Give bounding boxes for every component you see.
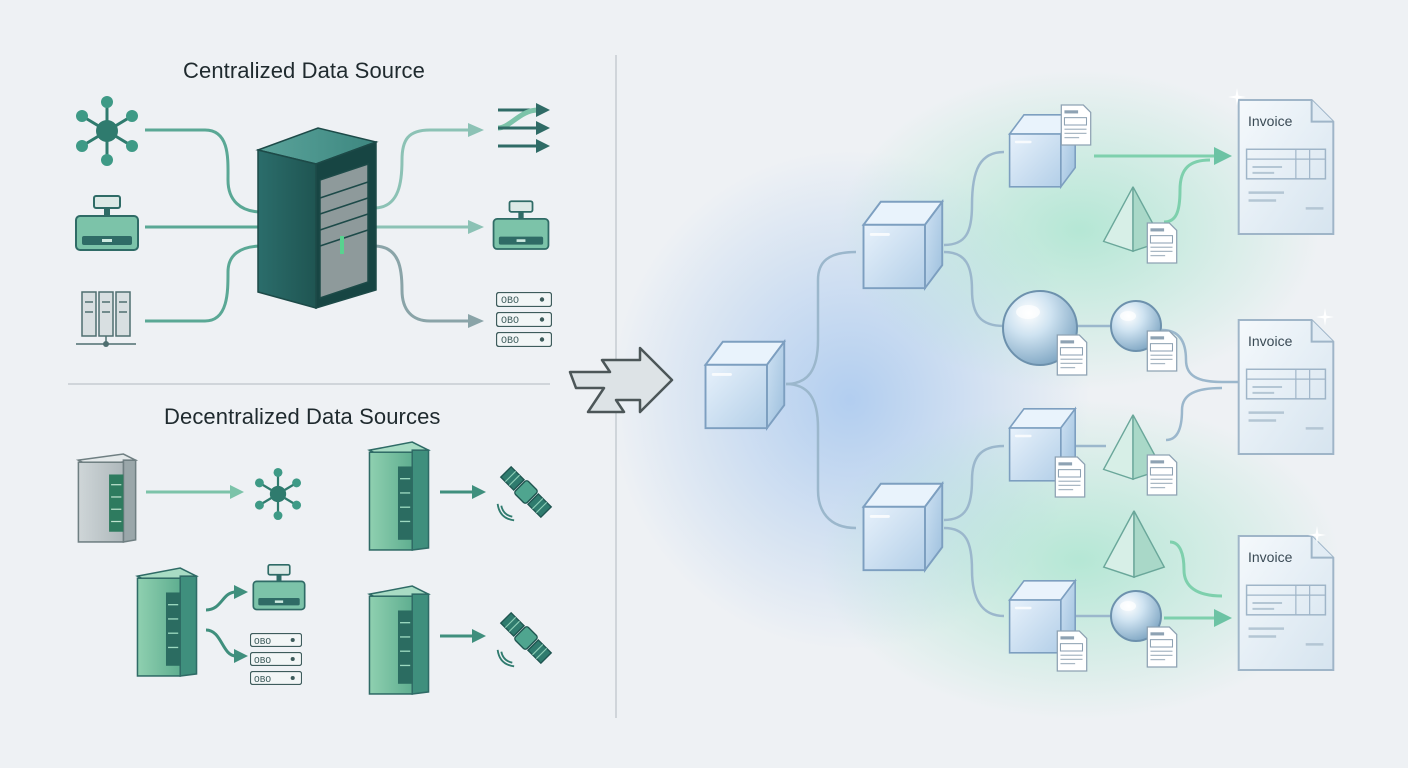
decentral-arrow <box>440 485 486 499</box>
glass-cube-icon <box>704 340 786 430</box>
document-icon <box>1056 630 1088 672</box>
invoice-icon: Invoice <box>1228 88 1335 236</box>
rack-unit-label: OBO <box>501 296 519 307</box>
document-icon <box>1056 334 1088 376</box>
cash-register-icon-small <box>252 563 306 611</box>
cash-register-icon-output <box>492 200 550 251</box>
sparkle-icon <box>1316 308 1334 326</box>
satellite-icon <box>496 610 554 668</box>
server-cluster-icon <box>76 291 136 347</box>
storage-rack-icon-central: OBO OBO OBO <box>496 292 552 347</box>
green-server-icon <box>368 585 430 695</box>
network-hub-icon <box>74 96 140 166</box>
decentral-split-arrows <box>205 585 248 663</box>
grey-server-icon <box>77 453 137 543</box>
tree-connectors <box>785 150 1238 620</box>
document-icon <box>1146 626 1178 668</box>
decentralized-section-title: Decentralized Data Sources <box>164 404 441 429</box>
document-icon <box>1054 456 1086 498</box>
invoice-icon: Invoice <box>1237 526 1335 672</box>
invoice-label: Invoice <box>1248 113 1293 129</box>
central-server-icon <box>255 127 379 310</box>
green-server-icon <box>136 567 198 677</box>
centralized-connectors <box>145 128 470 323</box>
document-icon <box>1146 330 1178 372</box>
satellite-icon <box>496 464 554 522</box>
lightning-arrow-icon <box>568 346 674 414</box>
network-hub-icon-small <box>253 468 303 520</box>
rack-unit-label: OBO <box>254 636 271 647</box>
cash-register-icon <box>75 195 139 251</box>
output-arrows-icon <box>497 103 550 153</box>
green-server-icon <box>368 441 430 551</box>
rack-unit-label: OBO <box>501 316 519 327</box>
centralized-section-title: Centralized Data Source <box>183 58 425 83</box>
centralized-arrowheads <box>468 123 484 328</box>
rack-unit-label: OBO <box>254 674 271 685</box>
invoice-label: Invoice <box>1248 549 1293 565</box>
rack-unit-label: OBO <box>501 336 519 347</box>
document-icon <box>1146 454 1178 496</box>
glass-cube-icon <box>862 482 944 572</box>
decentral-arrow <box>146 485 244 499</box>
decentral-arrow <box>440 629 486 643</box>
tree-arrowheads <box>1214 147 1232 627</box>
invoice-label: Invoice <box>1248 333 1293 349</box>
rack-unit-label: OBO <box>254 655 271 666</box>
glass-cube-icon <box>862 200 944 290</box>
storage-rack-icon-decentral: OBO OBO OBO <box>250 633 302 685</box>
document-icon <box>1060 104 1092 146</box>
invoice-icon: Invoice <box>1237 308 1335 456</box>
document-icon <box>1146 222 1178 264</box>
